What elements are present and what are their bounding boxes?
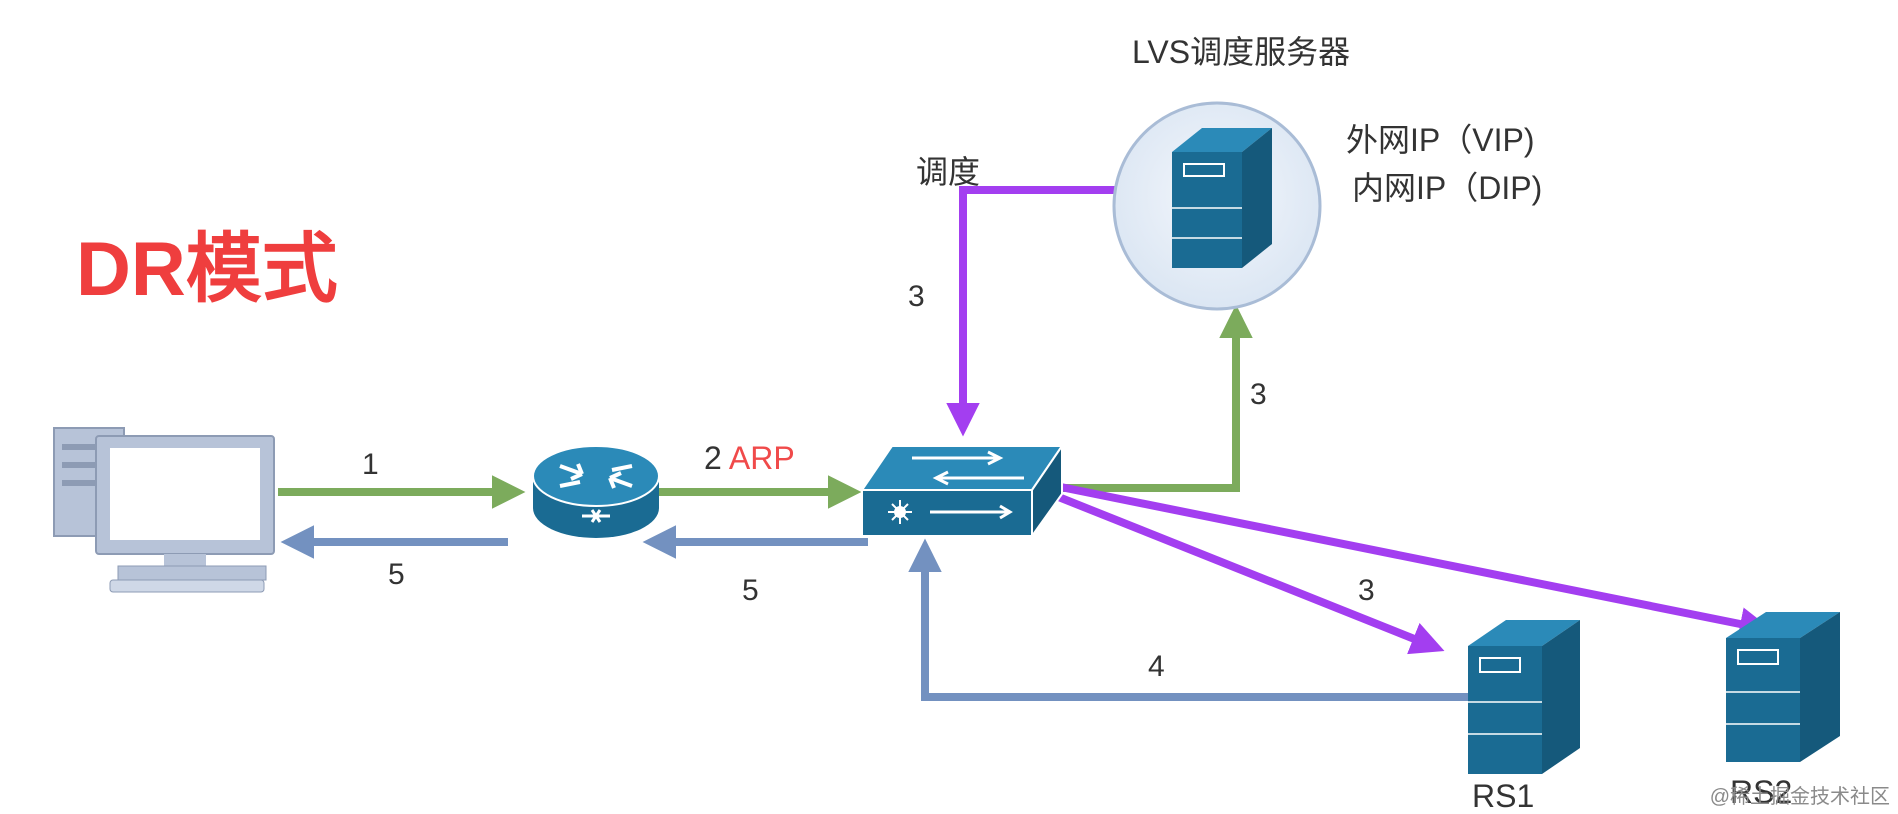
step2-number: 2 xyxy=(704,440,722,476)
step2-label: 2 ARP xyxy=(704,442,795,474)
watermark: @稀土掘金技术社区 xyxy=(1709,786,1890,808)
arrow-4-rs1-to-switch xyxy=(908,538,1468,701)
lvs-vip-label: 外网IP（VIP) xyxy=(1346,122,1535,158)
arrow-3-switch-to-lvs xyxy=(1035,304,1253,492)
arrow-3-lvs-schedule-to-switch xyxy=(946,186,1125,437)
lvs-server-icon xyxy=(1112,101,1322,311)
rs1-label: RS1 xyxy=(1472,778,1535,814)
arrow-switch-to-rs2 xyxy=(1035,478,1774,641)
router-icon xyxy=(532,445,660,538)
switch-icon xyxy=(860,442,1064,540)
client-computer-icon xyxy=(53,427,275,593)
step4-label: 4 xyxy=(1148,650,1165,683)
step5-left-label: 5 xyxy=(388,558,405,591)
step5-mid-label: 5 xyxy=(742,574,759,607)
step3-right-label: 3 xyxy=(1250,378,1267,411)
step3-rs-label: 3 xyxy=(1358,574,1375,607)
lvs-dip-label: 内网IP（DIP) xyxy=(1352,170,1543,206)
schedule-label: 调度 xyxy=(916,154,981,190)
rs2-label: RS2 xyxy=(1730,774,1793,810)
arp-label: ARP xyxy=(728,440,795,476)
step3-top-label: 3 xyxy=(908,280,925,313)
rs2-server-icon xyxy=(1726,612,1840,762)
lvs-title: LVS调度服务器 xyxy=(1132,34,1351,70)
diagram-title: DR模式 xyxy=(76,227,338,312)
rs1-server-icon xyxy=(1468,620,1580,774)
step1-label: 1 xyxy=(362,448,379,481)
arrow-3-switch-to-rs1 xyxy=(1034,484,1445,655)
